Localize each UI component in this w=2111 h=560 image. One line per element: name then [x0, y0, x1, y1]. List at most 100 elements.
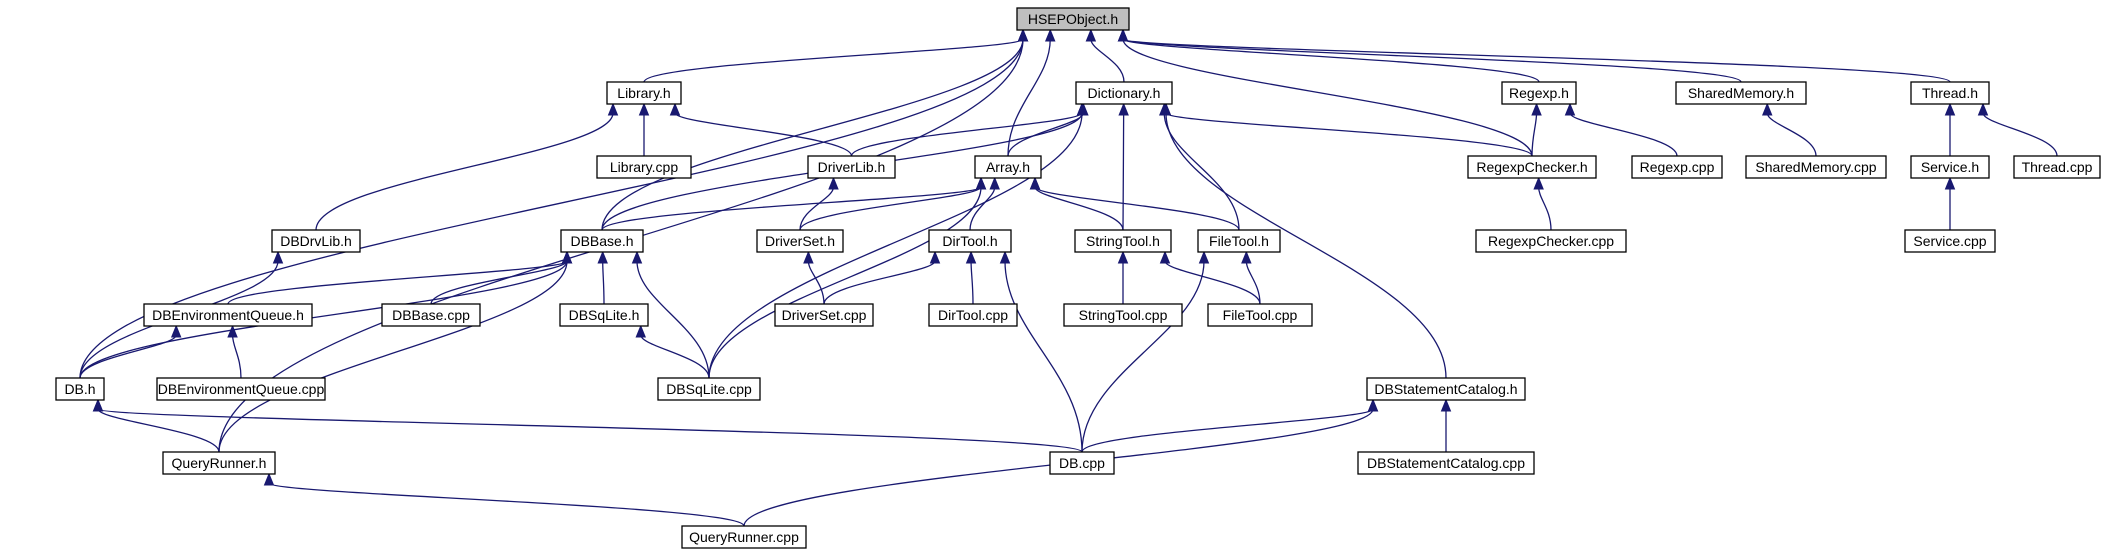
edge-dbsqlite_cpp-to-dbsqlite_h	[640, 334, 710, 379]
arrowhead-db_h-to-dbdrvlib_h	[272, 250, 284, 264]
node-filetool-cpp[interactable]: FileTool.cpp	[1207, 303, 1313, 327]
arrowhead-sharedmemory_cpp-to-sharedmemory_h	[1762, 102, 1773, 116]
node-regexp-cpp[interactable]: Regexp.cpp	[1631, 155, 1723, 179]
node-filetool-h[interactable]: FileTool.h	[1197, 229, 1281, 253]
node-db-cpp[interactable]: DB.cpp	[1049, 451, 1115, 475]
arrowhead-regexp_cpp-to-regexp_h	[1564, 102, 1576, 116]
node-label: FileTool.cpp	[1223, 307, 1298, 323]
node-box	[143, 303, 313, 327]
node-box	[55, 377, 105, 401]
edge-regexpchecker_h-to-hsep	[1122, 38, 1533, 157]
arrowhead-db_cpp-to-db_h	[92, 398, 104, 412]
edge-filetool_cpp-to-filetool_h	[1245, 260, 1261, 305]
edge-dbbase_cpp-to-dbbase_h	[430, 260, 568, 305]
arrowhead-dbstmtcatalog_cpp-to-dbstmtcatalog_h	[1440, 398, 1452, 412]
arrowhead-queryrunner_cpp-to-dbstmtcatalog_h	[1367, 398, 1379, 412]
node-service-cpp[interactable]: Service.cpp	[1904, 229, 1996, 253]
node-box	[1501, 81, 1577, 105]
node-label: DBStatementCatalog.cpp	[1367, 455, 1525, 471]
edge-queryrunner_cpp-to-queryrunner_h	[268, 482, 745, 527]
node-dbstmtcatalog-h[interactable]: DBStatementCatalog.h	[1366, 377, 1526, 401]
edge-dbsqlite_cpp-to-dictionary_h	[708, 112, 1083, 379]
node-service-h[interactable]: Service.h	[1910, 155, 1990, 179]
node-stringtool-h[interactable]: StringTool.h	[1074, 229, 1172, 253]
node-regexp-h[interactable]: Regexp.h	[1501, 81, 1577, 105]
arrowhead-driverset_h-to-driverlib_h	[828, 176, 839, 190]
node-label: Thread.h	[1922, 85, 1978, 101]
node-box	[1904, 229, 1996, 253]
node-box	[681, 525, 807, 549]
edge-driverset_h-to-driverlib_h	[799, 186, 835, 231]
node-label: QueryRunner.cpp	[689, 529, 799, 545]
node-dbdrvlib-h[interactable]: DBDrvLib.h	[271, 229, 361, 253]
edge-driverlib_h-to-library_h	[674, 112, 853, 157]
node-library-cpp[interactable]: Library.cpp	[596, 155, 692, 179]
node-driverset-cpp[interactable]: DriverSet.cpp	[774, 303, 874, 327]
node-box	[928, 229, 1012, 253]
arrowhead-library_cpp-to-library_h	[638, 102, 650, 116]
edge-dbstmtcatalog_h-to-dictionary_h	[1165, 112, 1447, 379]
node-box	[1467, 155, 1597, 179]
node-label: DirTool.cpp	[938, 307, 1008, 323]
edge-driverset_cpp-to-driverset_h	[807, 260, 825, 305]
node-box	[596, 155, 692, 179]
node-driverlib-h[interactable]: DriverLib.h	[807, 155, 896, 179]
node-regexpchecker-cpp[interactable]: RegexpChecker.cpp	[1475, 229, 1627, 253]
node-library-h[interactable]: Library.h	[606, 81, 682, 105]
node-box	[1631, 155, 1723, 179]
node-db-h[interactable]: DB.h	[55, 377, 105, 401]
edge-stringtool_h-to-dictionary_h	[1122, 112, 1125, 231]
node-dbbase-cpp[interactable]: DBBase.cpp	[381, 303, 481, 327]
node-box	[1910, 81, 1990, 105]
arrowhead-service_h-to-thread_h	[1944, 102, 1956, 116]
edge-array_h-to-dictionary_h	[1007, 112, 1085, 157]
node-label: Thread.cpp	[2022, 159, 2093, 175]
arrowhead-dbsqlite_cpp-to-dbsqlite_h	[635, 324, 646, 338]
edge-filetool_h-to-array_h	[1034, 186, 1240, 231]
node-label: DBSqLite.h	[569, 307, 640, 323]
node-queryrunner-cpp[interactable]: QueryRunner.cpp	[681, 525, 807, 549]
arrowhead-regexpchecker_cpp-to-regexpchecker_h	[1533, 176, 1544, 190]
edge-stringtool_h-to-array_h	[1034, 186, 1124, 231]
node-label: DB.h	[64, 381, 95, 397]
node-driverset-h[interactable]: DriverSet.h	[756, 229, 844, 253]
node-box	[559, 303, 649, 327]
arrowhead-stringtool_h-to-dictionary_h	[1118, 102, 1129, 116]
node-sharedmemory-cpp[interactable]: SharedMemory.cpp	[1745, 155, 1887, 179]
node-dbsqlite-cpp[interactable]: DBSqLite.cpp	[657, 377, 761, 401]
node-label: DBEnvironmentQueue.h	[152, 307, 304, 323]
node-box	[1016, 7, 1130, 31]
node-label: DBBase.h	[570, 233, 633, 249]
edge-sharedmemory_cpp-to-sharedmemory_h	[1766, 112, 1817, 157]
node-dbstmtcatalog-cpp[interactable]: DBStatementCatalog.cpp	[1357, 451, 1535, 475]
node-dirtool-cpp[interactable]: DirTool.cpp	[928, 303, 1018, 327]
node-dirtool-h[interactable]: DirTool.h	[928, 229, 1012, 253]
node-dictionary-h[interactable]: Dictionary.h	[1075, 81, 1173, 105]
node-thread-cpp[interactable]: Thread.cpp	[2013, 155, 2101, 179]
arrowhead-driverset_cpp-to-dirtool_h	[929, 250, 941, 264]
node-box	[1074, 229, 1172, 253]
node-dbbase-h[interactable]: DBBase.h	[560, 229, 644, 253]
node-array-h[interactable]: Array.h	[974, 155, 1042, 179]
arrowhead-thread_cpp-to-thread_h	[1977, 102, 1989, 116]
edge-dbbase_h-to-array_h	[601, 186, 982, 231]
node-label: FileTool.h	[1209, 233, 1269, 249]
arrowhead-filetool_cpp-to-stringtool_h	[1159, 250, 1171, 264]
node-sharedmemory-h[interactable]: SharedMemory.h	[1675, 81, 1807, 105]
node-stringtool-cpp[interactable]: StringTool.cpp	[1063, 303, 1183, 327]
node-dbenvqueue-cpp[interactable]: DBEnvironmentQueue.cpp	[156, 377, 326, 401]
edge-dbenvqueue_h-to-dbbase_h	[227, 260, 568, 305]
node-dbsqlite-h[interactable]: DBSqLite.h	[559, 303, 649, 327]
edge-db_cpp-to-dbstmtcatalog_h	[1081, 408, 1374, 453]
node-dbenvqueue-h[interactable]: DBEnvironmentQueue.h	[143, 303, 313, 327]
node-queryrunner-h[interactable]: QueryRunner.h	[162, 451, 276, 475]
edge-sharedmemory_h-to-hsep	[1122, 38, 1742, 83]
node-box	[162, 451, 276, 475]
edge-regexp_h-to-hsep	[1122, 38, 1540, 83]
edge-dbsqlite_h-to-dbbase_h	[602, 260, 605, 305]
node-hsep[interactable]: HSEPObject.h	[1016, 7, 1130, 31]
edge-queryrunner_h-to-dbbase_h	[218, 260, 568, 453]
node-regexpchecker-h[interactable]: RegexpChecker.h	[1467, 155, 1597, 179]
node-thread-h[interactable]: Thread.h	[1910, 81, 1990, 105]
edge-regexpchecker_cpp-to-regexpchecker_h	[1538, 186, 1552, 231]
